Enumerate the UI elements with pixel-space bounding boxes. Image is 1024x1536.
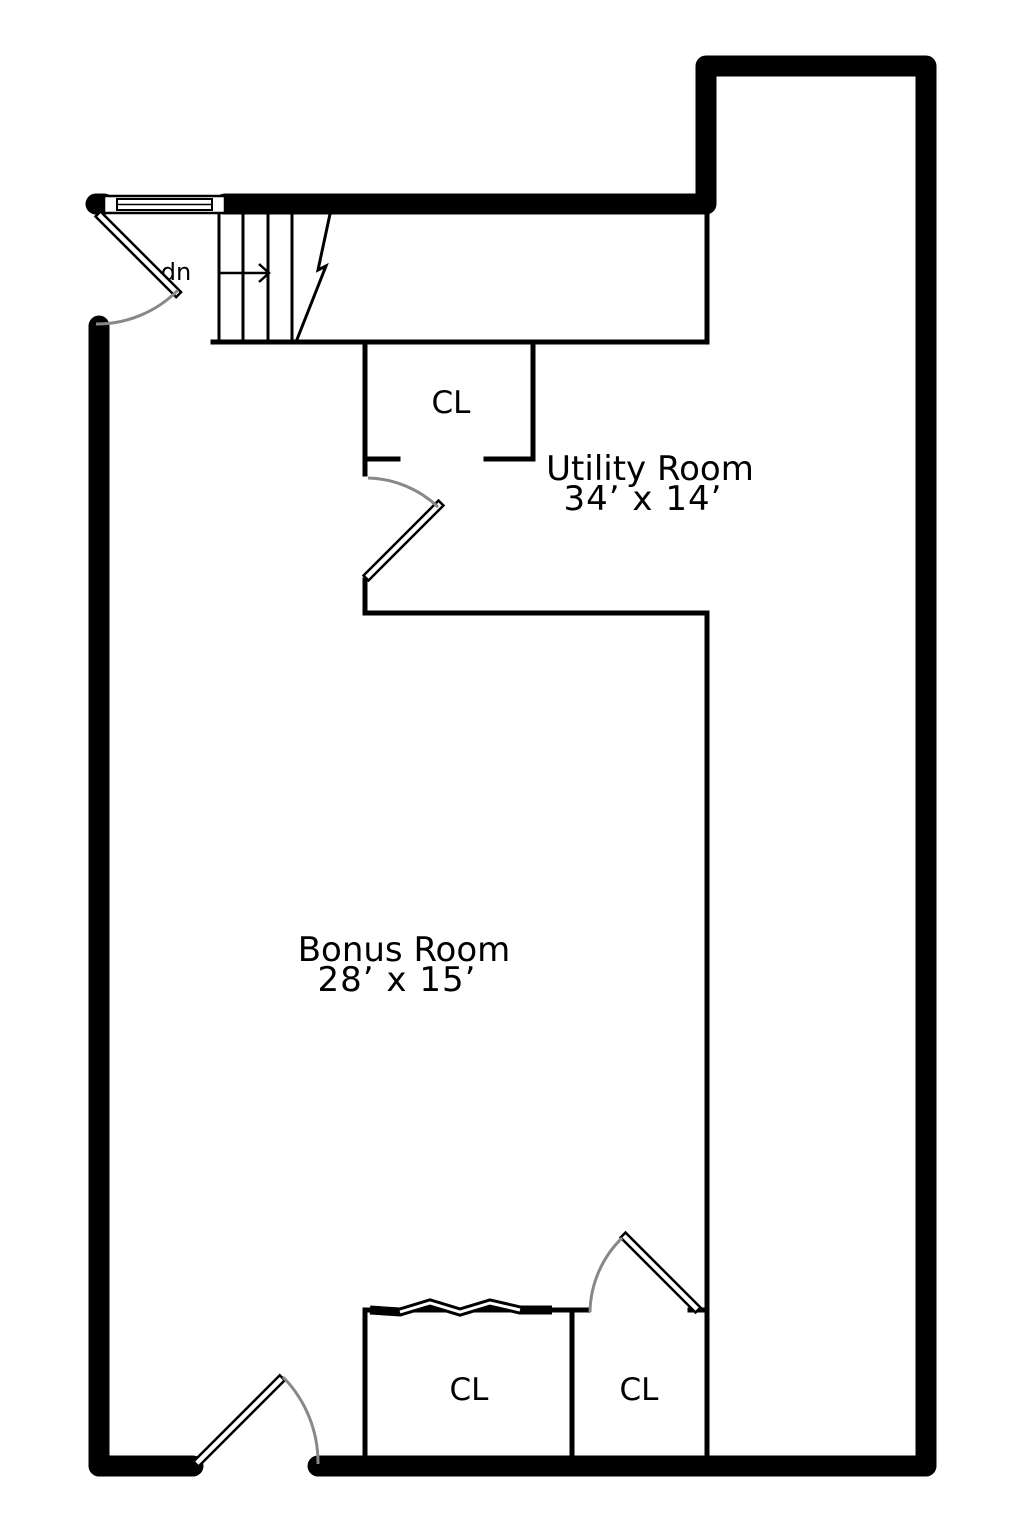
exterior-walls (85, 55, 937, 1477)
exterior-wall-main (214, 55, 937, 1477)
utility-room-name: Utility Room (546, 449, 754, 489)
utility-room-dimensions: 34’ x 14’ (564, 479, 723, 519)
closet-door-top (361, 476, 446, 583)
closet-label-top: CL (432, 385, 472, 421)
bonus-room-label: Bonus Room 28’ x 15’ (298, 930, 511, 1000)
bifold-door (369, 1298, 552, 1317)
closet-door-bottom-right (588, 1230, 703, 1315)
closet-label-bottom-left: CL (450, 1372, 490, 1408)
interior-walls (210, 211, 710, 1460)
closet-label-bottom-right: CL (620, 1372, 660, 1408)
stairs (217, 213, 332, 343)
exterior-wall-left (88, 315, 204, 1477)
exit-door-bottom (191, 1373, 320, 1469)
bonus-room-dimensions: 28’ x 15’ (318, 960, 477, 1000)
entry-door-top (93, 209, 183, 326)
utility-room-label: Utility Room 34’ x 14’ (546, 449, 754, 519)
window (102, 194, 227, 215)
bonus-room-name: Bonus Room (298, 930, 511, 970)
